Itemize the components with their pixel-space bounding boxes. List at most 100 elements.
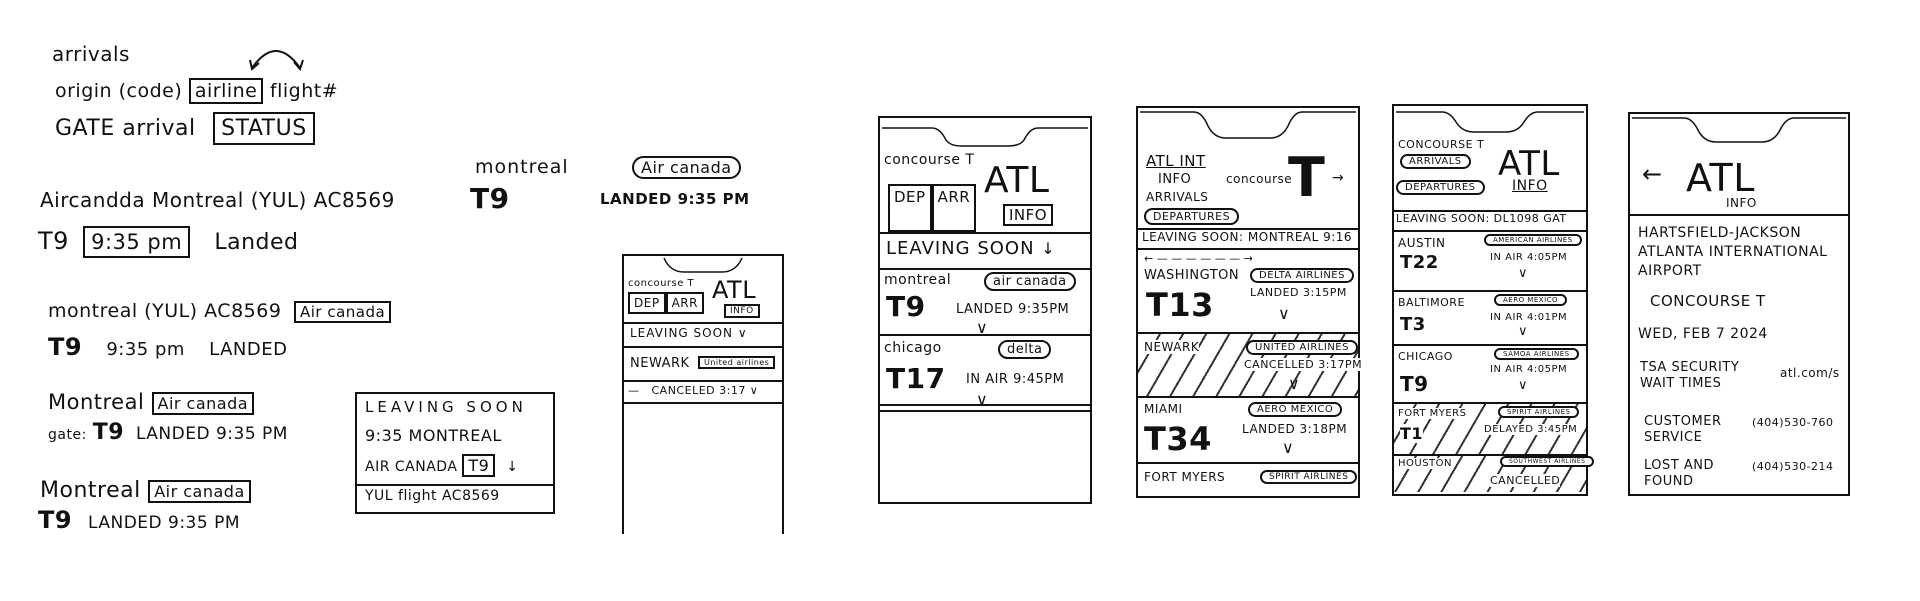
- variant4-gate: T9: [38, 506, 73, 534]
- flight-airline: AMERICAN AIRLINES: [1484, 234, 1582, 246]
- phone4-lost-phone[interactable]: (404)530-214: [1752, 460, 1834, 473]
- mini-tab-dep[interactable]: DEP: [628, 292, 666, 314]
- variant4-city: Montreal: [40, 478, 141, 503]
- flight-airline: UNITED AIRLINES: [1246, 340, 1358, 355]
- flight-city: AUSTIN: [1398, 236, 1446, 250]
- phone1-flight-row[interactable]: chicago delta T17 IN AIR 9:45PM ∨: [880, 336, 1090, 409]
- leaving-card-line2: AIR CANADA T9 ↓: [365, 454, 519, 477]
- mini-logo: ATL: [712, 276, 757, 304]
- phone4-tsa-label: TSA SECURITY WAIT TIMES: [1640, 360, 1740, 391]
- phone2-title: ATL INT: [1146, 152, 1206, 170]
- flight-status: IN AIR 4:01PM: [1490, 312, 1568, 323]
- phone4-info: INFO: [1726, 196, 1757, 210]
- variant3-airline: Air canada: [151, 392, 255, 415]
- phone2-info-link[interactable]: INFO: [1158, 172, 1192, 187]
- variant5-gate: T9: [470, 182, 510, 215]
- flight-city: montreal: [884, 272, 952, 288]
- phone3-concourse: CONCOURSE T: [1398, 138, 1485, 151]
- flight-status: LANDED 9:35PM: [956, 302, 1070, 317]
- leaving-card-gate: T9: [462, 454, 496, 477]
- phone2-flight-row[interactable]: FORT MYERS SPIRIT AIRLINES: [1138, 464, 1358, 492]
- flight-status: LANDED 3:18PM: [1242, 422, 1348, 436]
- phone3-arrivals-link[interactable]: ARRIVALS: [1400, 154, 1471, 169]
- flight-city: chicago: [884, 340, 942, 356]
- flight-status: DELAYED 3:45PM: [1484, 424, 1578, 435]
- variant3-status: LANDED 9:35 PM: [135, 424, 288, 444]
- phone3-info-link[interactable]: INFO: [1512, 178, 1548, 194]
- phone1-concourse: concourse T: [884, 152, 975, 168]
- phone1-flight-row[interactable]: montreal air canada T9 LANDED 9:35PM ∨: [880, 270, 1090, 337]
- phone3-flight-row-cancelled[interactable]: HOUSTON SOUTHWEST AIRLINES CANCELLED: [1394, 456, 1595, 492]
- phone2-flight-row[interactable]: MIAMI AERO MEXICO T34 LANDED 3:18PM ∨: [1138, 398, 1358, 462]
- variant2-status: LANDED: [209, 339, 288, 360]
- flight-gate: T1: [1400, 424, 1424, 443]
- phone4-customer-phone[interactable]: (404)530-760: [1752, 416, 1834, 429]
- chevron-down-icon: ∨: [1282, 438, 1294, 457]
- variant3-line2: gate: T9 LANDED 9:35 PM: [48, 420, 288, 445]
- phone3-flight-row[interactable]: CHICAGO SAMOA AIRLINES T9 IN AIR 4:05PM …: [1394, 346, 1586, 402]
- flight-airline: SAMOA AIRLINES: [1494, 348, 1579, 360]
- phone3-flight-row-delayed[interactable]: FORT MYERS SPIRIT AIRLINES T1 DELAYED 3:…: [1394, 404, 1586, 454]
- leaving-card-airline: AIR CANADA: [365, 459, 458, 475]
- mini-leaving-soon: LEAVING SOON ∨: [630, 326, 748, 340]
- phone2-sketch: ATL INT INFO concourse T → ARRIVALS DEPA…: [1136, 106, 1363, 498]
- chevron-down-icon: ∨: [1518, 378, 1528, 393]
- mini-info[interactable]: INFO: [724, 304, 760, 318]
- variant3-gate: T9: [92, 420, 125, 445]
- variant5-airline: Air canada: [632, 156, 741, 179]
- variant2-line2: T9 9:35 pm LANDED: [48, 333, 287, 361]
- back-arrow-icon[interactable]: ←: [1642, 160, 1663, 188]
- mini-tab-arr[interactable]: ARR: [665, 292, 704, 314]
- mini-row2-status: CANCELED 3:17: [651, 384, 746, 397]
- phone2-leaving-soon: LEAVING SOON: MONTREAL 9:16: [1142, 230, 1353, 244]
- mini-row1-city: NEWARK: [630, 356, 690, 371]
- phone4-concourse: CONCOURSE T: [1650, 292, 1766, 310]
- notes-airline-box: airline: [188, 78, 264, 104]
- flight-gate: T34: [1144, 420, 1212, 458]
- variant2-airline: Air canada: [293, 301, 392, 323]
- phone4-logo: ATL: [1686, 156, 1755, 200]
- flight-city: MIAMI: [1144, 402, 1183, 416]
- mini-leaving-soon-label: LEAVING SOON: [630, 326, 734, 340]
- variant2-gate: T9: [48, 333, 83, 361]
- phone1-tab-arr[interactable]: ARR: [931, 184, 977, 232]
- phone2-logo-t: T: [1288, 146, 1326, 209]
- flight-gate: T9: [1400, 372, 1429, 396]
- variant2-time: 9:35 pm: [106, 339, 185, 360]
- flight-city: FORT MYERS: [1398, 408, 1467, 419]
- phone3-flight-row[interactable]: BALTIMORE AERO MEXICO T3 IN AIR 4:01PM ∨: [1394, 292, 1586, 344]
- chevron-down-icon: ∨: [1288, 374, 1300, 393]
- phone1-tab-dep[interactable]: DEP: [888, 184, 932, 232]
- phone3-flight-row[interactable]: AUSTIN AMERICAN AIRLINES T22 IN AIR 4:05…: [1394, 232, 1586, 290]
- phone2-flight-row-cancelled[interactable]: NEWARK UNITED AIRLINES CANCELLED 3:17PM …: [1138, 334, 1363, 396]
- flight-gate: T3: [1400, 314, 1426, 335]
- variant1-status: Landed: [214, 230, 299, 255]
- leaving-card-title: LEAVING SOON: [365, 398, 527, 416]
- flight-city: WASHINGTON: [1144, 268, 1240, 283]
- flight-gate: T13: [1146, 286, 1214, 324]
- phone1-info[interactable]: INFO: [1003, 204, 1054, 226]
- phone2-flight-row[interactable]: WASHINGTON DELTA AIRLINES T13 LANDED 3:1…: [1138, 264, 1358, 332]
- phone4-tsa-link[interactable]: atl.com/s: [1780, 366, 1840, 380]
- flight-airline: air canada: [984, 272, 1076, 291]
- phone2-departures-link[interactable]: DEPARTURES: [1144, 208, 1240, 225]
- variant4-line1: Montreal Air canada: [40, 478, 251, 503]
- phone3-departures-link[interactable]: DEPARTURES: [1396, 180, 1485, 195]
- variant1-time: 9:35 pm: [83, 226, 191, 258]
- phone2-arrivals-link[interactable]: ARRIVALS: [1146, 190, 1209, 204]
- down-arrow-icon: ↓: [506, 459, 519, 475]
- phone1-leaving-soon-label: LEAVING SOON: [886, 238, 1035, 259]
- notes-line2: origin (code) airline flight#: [55, 78, 338, 104]
- flight-status: IN AIR 9:45PM: [966, 372, 1065, 387]
- notes-origin-label: origin (code): [55, 80, 183, 102]
- flight-airline: SPIRIT AIRLINES: [1498, 406, 1580, 418]
- flight-airline: delta: [998, 340, 1052, 359]
- variant1-gate: T9: [38, 227, 69, 255]
- phone4-date: WED, FEB 7 2024: [1638, 326, 1768, 342]
- flight-status: CANCELLED: [1490, 474, 1561, 487]
- phone3-sketch: CONCOURSE T ARRIVALS DEPARTURES ATL INFO…: [1392, 104, 1595, 496]
- flight-status: IN AIR 4:05PM: [1490, 364, 1568, 375]
